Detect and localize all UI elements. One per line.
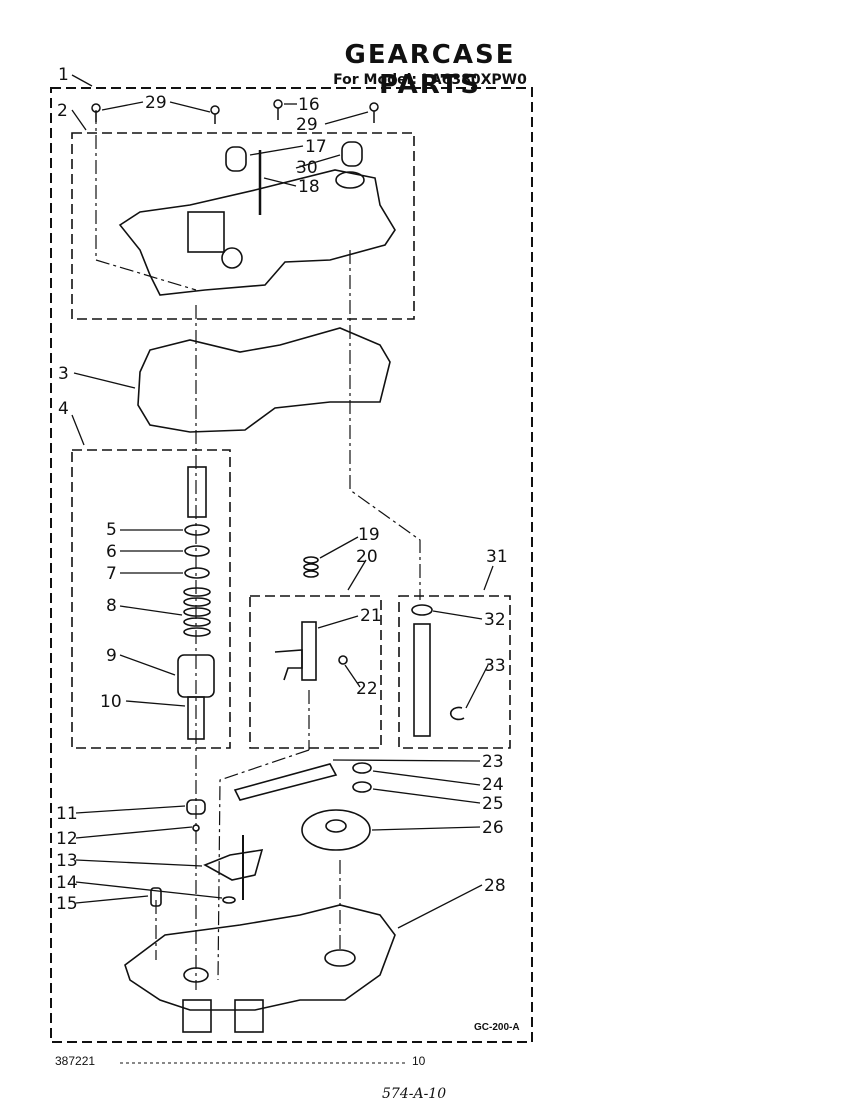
callout-22: 22 xyxy=(356,679,378,699)
callout-19: 19 xyxy=(358,525,380,545)
washer-32 xyxy=(411,604,433,616)
callout-17: 17 xyxy=(305,137,327,157)
callout-8: 8 xyxy=(106,596,117,616)
callout-labels: 1 2 29 16 29 17 30 18 3 4 5 6 7 8 9 10 1… xyxy=(56,65,508,914)
shaft-sleeve xyxy=(187,466,207,518)
callout-32: 32 xyxy=(484,610,506,630)
callout-24: 24 xyxy=(482,775,504,795)
group-box-31 xyxy=(398,595,511,749)
screws-29-16 xyxy=(91,99,379,124)
gear-26 xyxy=(301,809,371,851)
callout-3: 3 xyxy=(58,364,69,384)
callout-31: 31 xyxy=(486,547,508,567)
washer-7 xyxy=(184,567,210,579)
callout-25: 25 xyxy=(482,794,504,814)
shifter-21 xyxy=(301,621,317,681)
screw-22 xyxy=(338,655,348,665)
callout-5: 5 xyxy=(106,520,117,540)
shaft-gear xyxy=(413,623,431,737)
shifter-13 xyxy=(203,849,264,881)
group-box-20 xyxy=(249,595,382,749)
bushing-30 xyxy=(341,141,363,167)
callout-2: 2 xyxy=(57,101,68,121)
callout-4: 4 xyxy=(58,399,69,419)
callout-6: 6 xyxy=(106,542,117,562)
gearcase-base-28 xyxy=(124,904,396,1011)
bushing-17 xyxy=(225,146,247,172)
washer-24 xyxy=(352,762,372,774)
callout-33: 33 xyxy=(484,656,506,676)
callout-18: 18 xyxy=(298,177,320,197)
callout-1: 1 xyxy=(58,65,69,85)
shaft-10 xyxy=(187,696,205,740)
assembly-box-1 xyxy=(50,87,533,1043)
washer-6 xyxy=(184,545,210,557)
spring-19 xyxy=(303,556,319,578)
callout-14: 14 xyxy=(56,873,78,893)
clip-33 xyxy=(449,706,465,721)
callout-10: 10 xyxy=(100,692,122,712)
pin-15 xyxy=(150,887,162,907)
drawing-code: GC-200-A xyxy=(474,1022,520,1033)
shifter-fork xyxy=(274,649,303,681)
callout-9: 9 xyxy=(106,646,117,666)
washer-5 xyxy=(184,524,210,536)
bushing-11 xyxy=(186,799,206,815)
group-box-2 xyxy=(71,132,415,320)
spring-8 xyxy=(183,587,211,637)
handwritten-note: 574-A-10 xyxy=(382,1086,447,1102)
washer-14 xyxy=(222,896,236,904)
callout-16: 16 xyxy=(298,95,320,115)
callout-29-right: 29 xyxy=(296,115,318,135)
callout-11: 11 xyxy=(56,804,78,824)
link-23 xyxy=(233,763,338,801)
callout-7: 7 xyxy=(106,564,117,584)
doc-number: 387221 xyxy=(55,1054,96,1068)
callout-26: 26 xyxy=(482,818,504,838)
diagram-title: GEARCASE PARTS xyxy=(344,40,516,100)
gearcase-cover xyxy=(118,169,396,296)
group-box-4 xyxy=(71,449,231,749)
callout-20: 20 xyxy=(356,547,378,567)
model-subtitle: For Model: LA6380XPW0 xyxy=(333,72,527,88)
page-number: 10 xyxy=(412,1054,426,1068)
callout-12: 12 xyxy=(56,829,78,849)
callout-15: 15 xyxy=(56,894,78,914)
callout-28: 28 xyxy=(484,876,506,896)
callout-30: 30 xyxy=(296,158,318,178)
washer-25 xyxy=(352,781,372,793)
callout-21: 21 xyxy=(360,606,382,626)
callout-29-left: 29 xyxy=(145,93,167,113)
callout-23: 23 xyxy=(482,752,504,772)
center-lines xyxy=(95,110,421,990)
gasket-3 xyxy=(137,327,391,433)
leader-lines xyxy=(71,74,494,929)
callout-13: 13 xyxy=(56,851,78,871)
ball-12 xyxy=(192,824,200,832)
